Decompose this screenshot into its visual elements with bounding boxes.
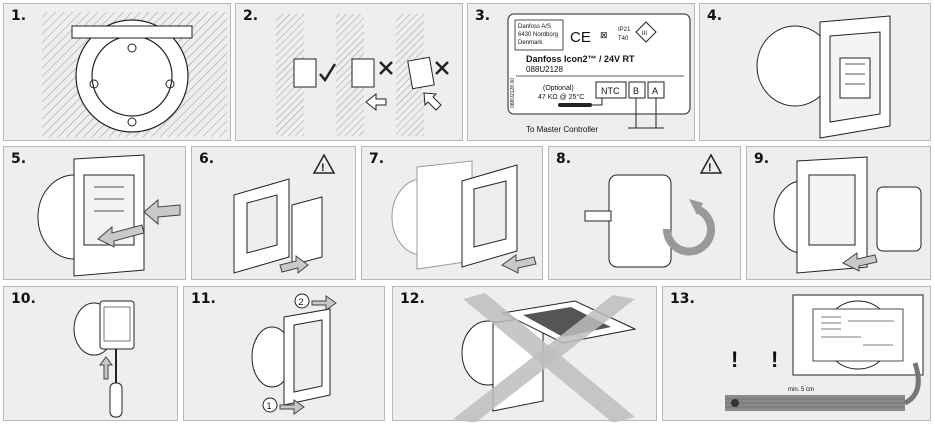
thermostat-rotate-illustration: !: [584, 153, 723, 268]
terminal-b: B: [633, 86, 639, 96]
weee-bin-icon: ⊠: [600, 30, 608, 40]
step-number: 11.: [191, 291, 216, 307]
ntc-sensor-icon: [558, 103, 592, 107]
step-number: 12.: [400, 291, 425, 307]
insert-module-illustration: [37, 154, 181, 277]
panel-step-9: 9.: [746, 146, 931, 280]
panel-step-10: 10.: [3, 286, 178, 421]
panel-step-12: 12.: [392, 286, 657, 422]
panel-step-8: 8. !: [548, 146, 741, 280]
product-code: 088U2128: [526, 65, 563, 74]
warning-icon: [699, 153, 723, 174]
close-thermostat-illustration: 2 1: [251, 293, 337, 415]
step-number: 9.: [754, 151, 770, 167]
mount-frame-illustration: [391, 160, 537, 274]
optional-note: (Optional): [543, 85, 574, 92]
svg-text:!: !: [321, 162, 325, 174]
panel-step-6: 6. !: [191, 146, 356, 280]
panel-step-1: 1.: [3, 3, 231, 141]
to-master-controller: To Master Controller: [526, 125, 598, 134]
step-number: 4.: [707, 8, 723, 24]
panel-step-11: 11. 2 1: [183, 286, 385, 421]
wall-box-illustration: [42, 12, 227, 137]
temp-rating: T40: [618, 36, 629, 42]
warning-icon: [312, 153, 336, 174]
warning-mark-1: !: [731, 347, 738, 372]
callout-1: 1: [267, 401, 272, 411]
warning-mark-2: !: [771, 347, 778, 372]
panel-step-4: 4.: [699, 3, 931, 141]
class-iii-icon: III: [642, 31, 647, 37]
mounting-orientation-illustration: [276, 14, 449, 136]
step-number: 1.: [11, 8, 27, 24]
panel-step-5: 5.: [3, 146, 186, 280]
panel-step-13: 13. ! ! min. 5 cm: [662, 286, 931, 421]
panel-step-2: 2.: [235, 3, 463, 141]
panel-step-3: 3. Danfoss A/S 6430 Nordborg Denmark CE …: [467, 3, 695, 141]
ce-mark: CE: [570, 29, 591, 46]
step-number: 13.: [670, 291, 695, 307]
ip-rating: IP21: [618, 27, 631, 33]
min-distance-label: min. 5 cm: [788, 387, 814, 393]
screwdriver-illustration: [73, 300, 135, 418]
attach-thermostat-illustration: [773, 156, 922, 274]
terminal-a: A: [652, 86, 658, 96]
frame-install-illustration: [756, 15, 891, 139]
remove-cover-illustration: !: [233, 153, 336, 275]
incorrect-install-illustration: [453, 293, 637, 422]
svg-text:!: !: [708, 162, 712, 174]
product-label-diagram: Danfoss A/S 6430 Nordborg Denmark CE ⊠ I…: [507, 13, 691, 134]
step-number: 10.: [11, 291, 36, 307]
cable-routing-illustration: ! ! min. 5 cm: [725, 294, 924, 411]
company-name: Danfoss A/S: [518, 24, 551, 30]
serial-vertical: 088U2128 00: [510, 78, 516, 108]
step-number: 8.: [556, 151, 572, 167]
step-number: 7.: [369, 151, 385, 167]
terminal-ntc: NTC: [601, 86, 620, 96]
step-number: 6.: [199, 151, 215, 167]
callout-2: 2: [299, 297, 304, 307]
step-number: 3.: [475, 8, 491, 24]
company-country: Denmark: [518, 40, 543, 46]
step-number: 2.: [243, 8, 259, 24]
ntc-spec: 47 KΩ @ 25°C: [538, 93, 584, 101]
panel-step-7: 7.: [361, 146, 543, 280]
company-city: 6430 Nordborg: [518, 32, 558, 38]
product-name: Danfoss Icon2™ / 24V RT: [526, 54, 635, 64]
step-number: 5.: [11, 151, 27, 167]
